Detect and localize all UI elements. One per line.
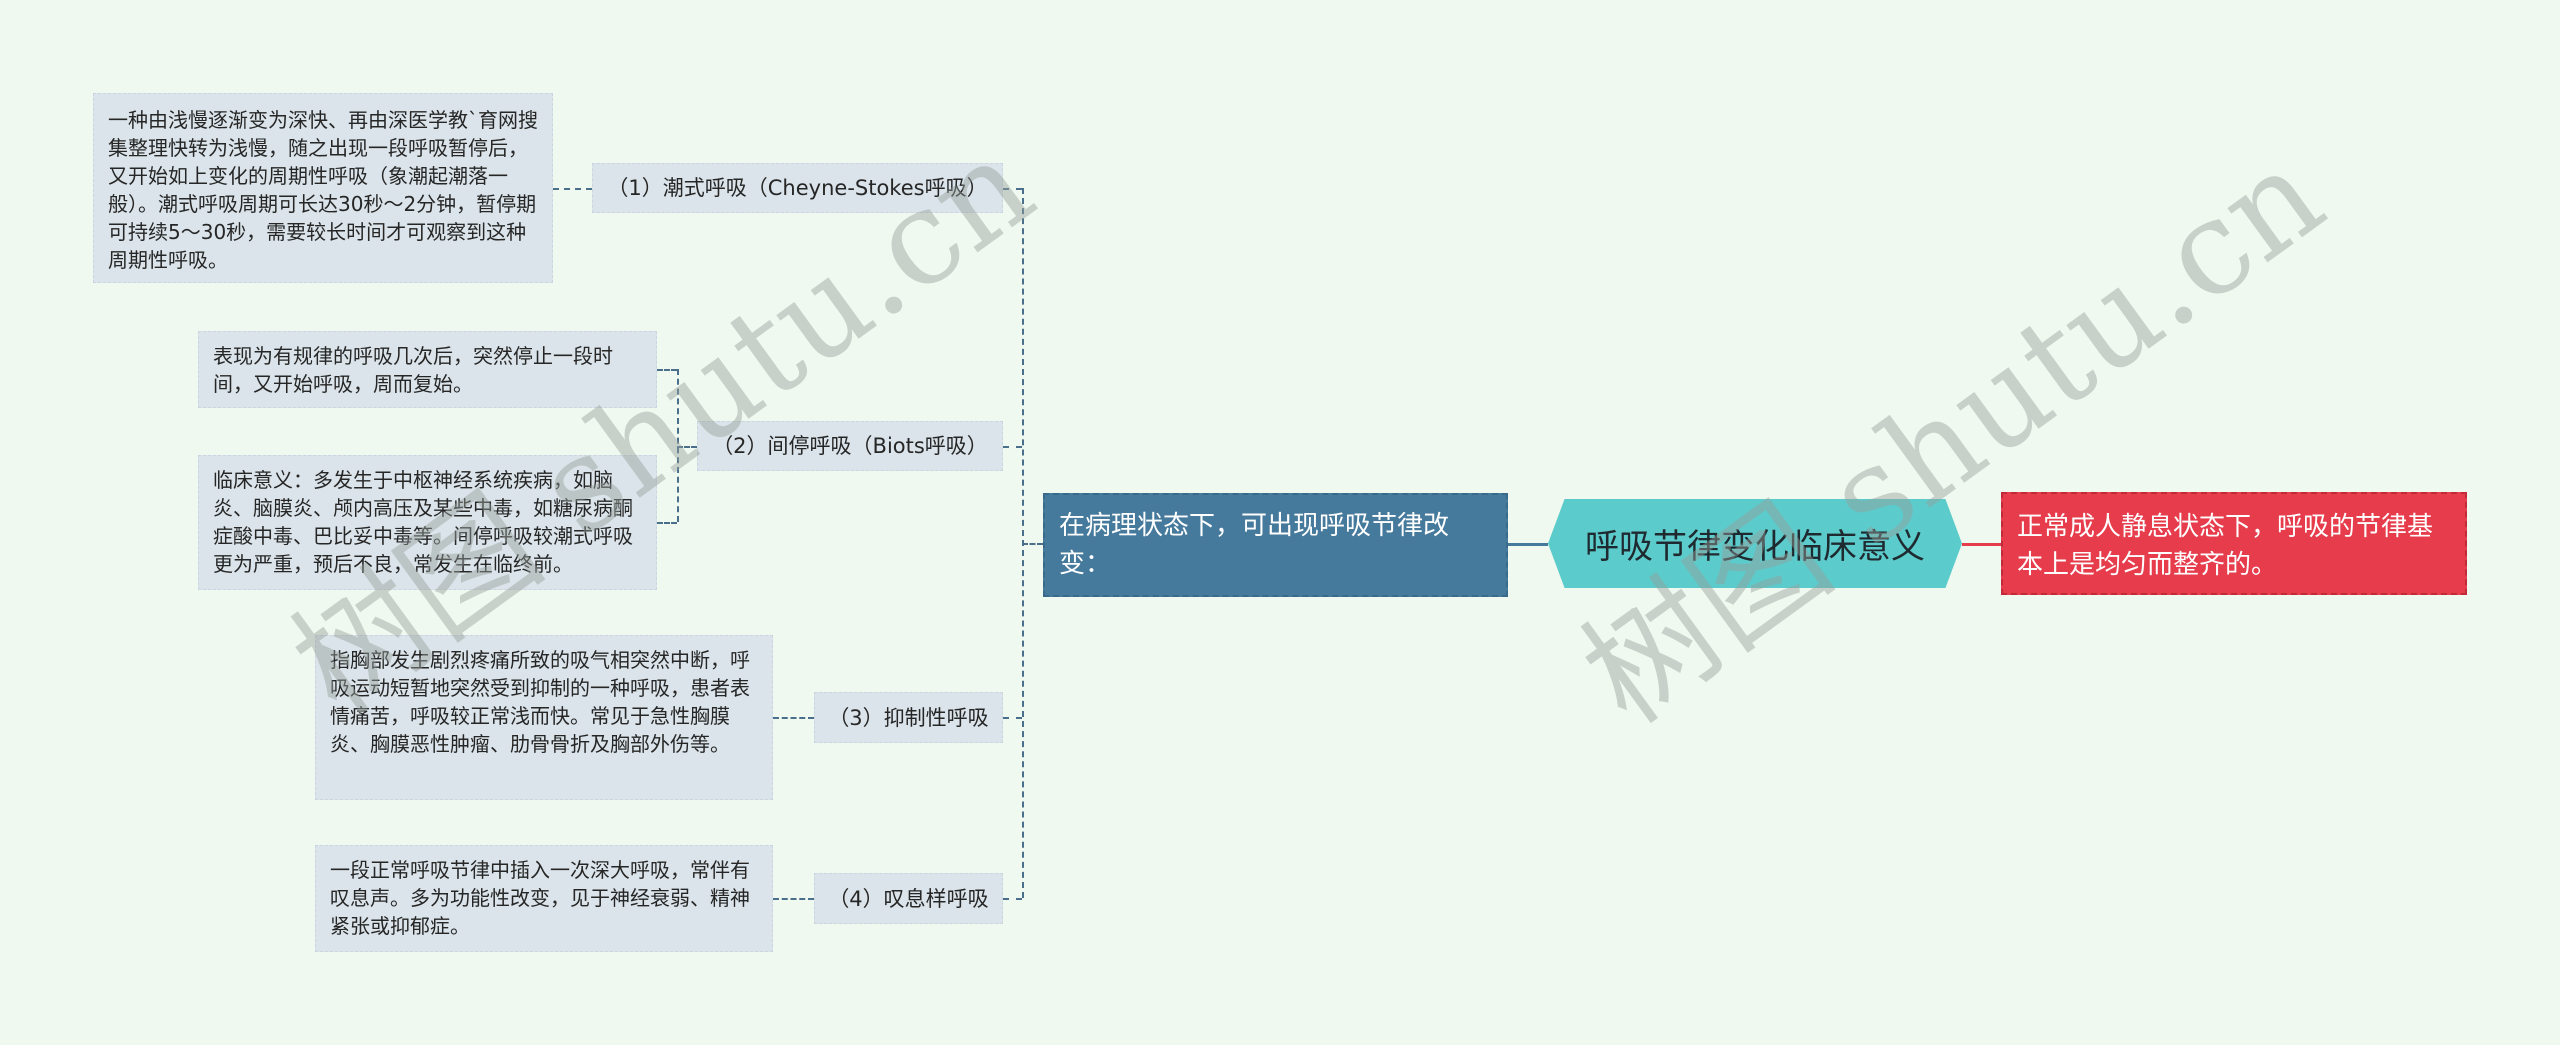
detail-text: 表现为有规律的呼吸几次后，突然停止一段时间，又开始呼吸，周而复始。 xyxy=(213,344,613,396)
connector-1a-1 xyxy=(553,188,592,190)
detail-biots-significance[interactable]: 临床意义：多发生于中枢神经系统疾病，如脑炎、脑膜炎、颅内高压及某些中毒，如糖尿病… xyxy=(198,455,657,590)
connector-root-red xyxy=(1962,543,2001,546)
connector-trunk-mid xyxy=(1022,543,1043,545)
watermark: 树图 shutu.cn xyxy=(1556,118,2350,753)
branch-label: （1）潮式呼吸（Cheyne-Stokes呼吸） xyxy=(607,176,988,200)
detail-cheyne-stokes[interactable]: 一种由浅慢逐渐变为深快、再由深医学教`育网搜集整理快转为浅慢，随之出现一段呼吸暂… xyxy=(93,93,553,283)
branch-sighing[interactable]: （4）叹息样呼吸 xyxy=(814,873,1003,924)
connector-4-trunk xyxy=(1003,898,1022,900)
detail-sighing[interactable]: 一段正常呼吸节律中插入一次深大呼吸，常伴有叹息声。多为功能性改变，见于神经衰弱、… xyxy=(315,845,773,952)
branch-label: （2）间停呼吸（Biots呼吸） xyxy=(712,434,988,458)
root-topic[interactable]: 呼吸节律变化临床意义 xyxy=(1548,499,1962,588)
branch-inhibitory[interactable]: （3）抑制性呼吸 xyxy=(814,692,1003,743)
branch-label: （3）抑制性呼吸 xyxy=(828,705,989,730)
detail-biots-description[interactable]: 表现为有规律的呼吸几次后，突然停止一段时间，又开始呼吸，周而复始。 xyxy=(198,331,657,408)
detail-text: 一段正常呼吸节律中插入一次深大呼吸，常伴有叹息声。多为功能性改变，见于神经衰弱、… xyxy=(330,858,750,938)
connector-4a-4 xyxy=(773,898,814,900)
connector-2a-sub xyxy=(657,369,677,371)
connector-1-trunk xyxy=(1003,188,1022,190)
connector-2-trunk xyxy=(1003,446,1022,448)
connector-mid-root xyxy=(1508,543,1548,546)
detail-text: 指胸部发生剧烈疼痛所致的吸气相突然中断，呼吸运动短暂地突然受到抑制的一种呼吸，患… xyxy=(330,648,750,756)
sub-trunk-2 xyxy=(677,369,679,522)
pathological-state-node[interactable]: 在病理状态下，可出现呼吸节律改变： xyxy=(1043,493,1508,597)
detail-text: 一种由浅慢逐渐变为深快、再由深医学教`育网搜集整理快转为浅慢，随之出现一段呼吸暂… xyxy=(108,108,538,272)
connector-2b-sub xyxy=(657,522,677,524)
branch-biots[interactable]: （2）间停呼吸（Biots呼吸） xyxy=(697,421,1003,471)
node-text: 正常成人静息状态下，呼吸的节律基本上是均匀而整齐的。 xyxy=(2017,512,2434,580)
root-title: 呼吸节律变化临床意义 xyxy=(1585,527,1925,567)
node-text: 在病理状态下，可出现呼吸节律改变： xyxy=(1059,511,1450,579)
connector-3a-3 xyxy=(773,717,814,719)
detail-text: 临床意义：多发生于中枢神经系统疾病，如脑炎、脑膜炎、颅内高压及某些中毒，如糖尿病… xyxy=(213,468,633,576)
normal-state-node[interactable]: 正常成人静息状态下，呼吸的节律基本上是均匀而整齐的。 xyxy=(2001,492,2467,595)
connector-sub-2 xyxy=(677,446,697,448)
detail-inhibitory[interactable]: 指胸部发生剧烈疼痛所致的吸气相突然中断，呼吸运动短暂地突然受到抑制的一种呼吸，患… xyxy=(315,635,773,800)
branch-label: （4）叹息样呼吸 xyxy=(828,886,989,911)
connector-3-trunk xyxy=(1003,717,1022,719)
branch-cheyne-stokes[interactable]: （1）潮式呼吸（Cheyne-Stokes呼吸） xyxy=(592,163,1003,213)
